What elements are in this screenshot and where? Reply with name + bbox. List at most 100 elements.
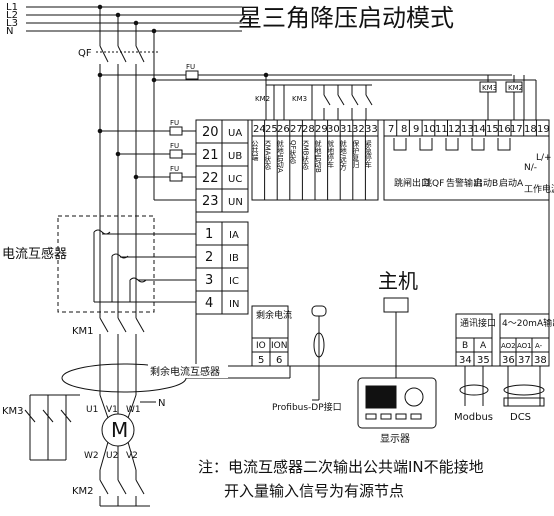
input-num-26: 26 <box>277 124 290 135</box>
output-num-17: 17 <box>510 124 523 135</box>
output-terminal-block: 7 8 9 10 11 12 13 14 15 16 17 18 19 <box>383 119 550 201</box>
analog-col-ao1: AO1 <box>517 342 532 350</box>
profibus-label: Profibus-DP接口 <box>272 401 342 413</box>
analog-header: 4～20mA输出 <box>502 317 554 329</box>
n-arrow-label: N <box>158 398 165 409</box>
output-num-14: 14 <box>473 124 486 135</box>
voltage-fuses: FU FU FU <box>97 119 196 201</box>
input-label-33: 紧急停车 <box>364 139 372 169</box>
controller-body <box>195 119 550 367</box>
dcs-label: DCS <box>510 412 531 423</box>
qf-drops <box>97 4 157 46</box>
analog-num-37: 37 <box>518 355 531 366</box>
output-num-11: 11 <box>435 124 448 135</box>
input-num-25: 25 <box>265 124 278 135</box>
residual-header-1: 剩余电流 <box>256 309 292 321</box>
control-supply: FU <box>97 63 537 120</box>
input-contacts <box>266 84 373 120</box>
phase-label-n: N <box>6 26 13 37</box>
motor-u2: U2 <box>106 451 118 461</box>
terminal-21-name: UB <box>228 151 242 162</box>
terminal-22-name: UC <box>228 174 242 185</box>
phase-label-l1: L1 <box>6 2 18 13</box>
input-label-25: KMA状态 <box>264 140 272 170</box>
terminal-23-name: UN <box>228 197 243 208</box>
comm-num-34: 34 <box>459 355 472 366</box>
km2-coil-label: KM2 <box>508 84 523 92</box>
qf-label: QF <box>78 48 92 59</box>
residual-num-5: 5 <box>258 355 264 366</box>
comm-num-35: 35 <box>477 355 490 366</box>
km2-contactor: KM2 <box>72 470 150 507</box>
motor-u1: U1 <box>86 405 98 415</box>
terminal-1-name: IA <box>229 230 239 241</box>
input-num-33: 33 <box>365 124 378 135</box>
input-num-31: 31 <box>340 124 353 135</box>
output-num-18: 18 <box>524 124 537 135</box>
input-label-30: 就地停车 <box>327 139 335 169</box>
terminal-4-num: 4 <box>205 296 213 311</box>
input-num-32: 32 <box>352 124 365 135</box>
ct-label: 电流互感器 <box>2 246 67 262</box>
input-label-29: 就地启动B <box>314 139 322 173</box>
output-label-trip: 跳闸出口 <box>394 177 430 189</box>
terminal-23-num: 23 <box>202 194 219 209</box>
km2-label: KM2 <box>72 486 94 497</box>
comm-col-b: B <box>462 341 468 351</box>
residual-ct: 剩余电流互感器 <box>61 363 291 393</box>
analog-terminal-block: 4～20mA输出 AO2 AO1 A- 36 37 38 DCS <box>499 313 554 423</box>
fu-label-c: FU <box>170 165 179 173</box>
output-label-trip-qf: 跳QF <box>423 177 444 189</box>
output-num-8: 8 <box>401 124 407 135</box>
supply-bus: L1 L2 L3 N <box>6 2 242 37</box>
motor-w2: W2 <box>84 451 99 461</box>
residual-col-io: IO <box>256 341 266 351</box>
current-transformers: 电流互感器 <box>2 215 196 313</box>
output-num-10: 10 <box>423 124 436 135</box>
motor: M U1 V1 W1 W2 U2 V2 <box>84 394 141 471</box>
analog-num-36: 36 <box>502 355 515 366</box>
km3-label: KM3 <box>2 406 24 417</box>
qf-breaker: QF <box>78 45 160 130</box>
output-num-16: 16 <box>498 124 511 135</box>
residual-terminal-block: 剩余电流 IO ION 5 6 <box>251 305 292 367</box>
terminal-1-num: 1 <box>205 227 213 242</box>
profibus-connector: Profibus-DP接口 <box>272 305 342 413</box>
analog-col-ao2: AO2 <box>501 342 516 350</box>
output-num-15: 15 <box>486 124 499 135</box>
km1-contactor: KM1 <box>72 317 145 395</box>
power-sign-pos: L/+ <box>536 153 552 163</box>
terminal-2-num: 2 <box>205 250 213 265</box>
input-label-28: KMB状态 <box>301 140 309 170</box>
km3-wire-label: KM3 <box>292 95 307 103</box>
output-num-7: 7 <box>388 124 394 135</box>
motor-symbol: M <box>111 418 128 442</box>
terminal-20-name: UA <box>228 128 242 139</box>
residual-col-ion: ION <box>271 341 287 351</box>
output-num-9: 9 <box>413 124 419 135</box>
km3-contactor: KM3 <box>2 394 80 461</box>
main-connector <box>383 297 409 313</box>
km3-coil-label: KM3 <box>482 84 497 92</box>
residual-ct-label: 剩余电流互感器 <box>150 365 220 378</box>
output-label-power: 工作电源 <box>524 183 554 195</box>
output-label-alarm: 告警输出 <box>446 177 482 189</box>
input-num-28: 28 <box>302 124 315 135</box>
km-coils: KM3 KM2 <box>479 75 523 120</box>
terminal-4-name: IN <box>229 299 239 310</box>
fu-label-a: FU <box>170 119 179 127</box>
phase-label-l3: L3 <box>6 18 18 29</box>
analog-col-a-minus: A- <box>535 342 543 350</box>
output-num-19: 19 <box>537 124 550 135</box>
display-label: 显示器 <box>380 433 410 445</box>
terminal-2-name: IB <box>229 253 239 264</box>
input-num-29: 29 <box>315 124 328 135</box>
output-label-start-b: 启动B <box>474 177 498 189</box>
note-line-1: 注：电流互感器二次输出公共端IN不能接地 <box>198 458 484 476</box>
input-label-27: QF状态 <box>289 140 297 164</box>
output-label-start-a: 启动A <box>499 177 524 189</box>
comm-col-a: A <box>480 341 487 351</box>
motor-v1: V1 <box>106 405 118 415</box>
